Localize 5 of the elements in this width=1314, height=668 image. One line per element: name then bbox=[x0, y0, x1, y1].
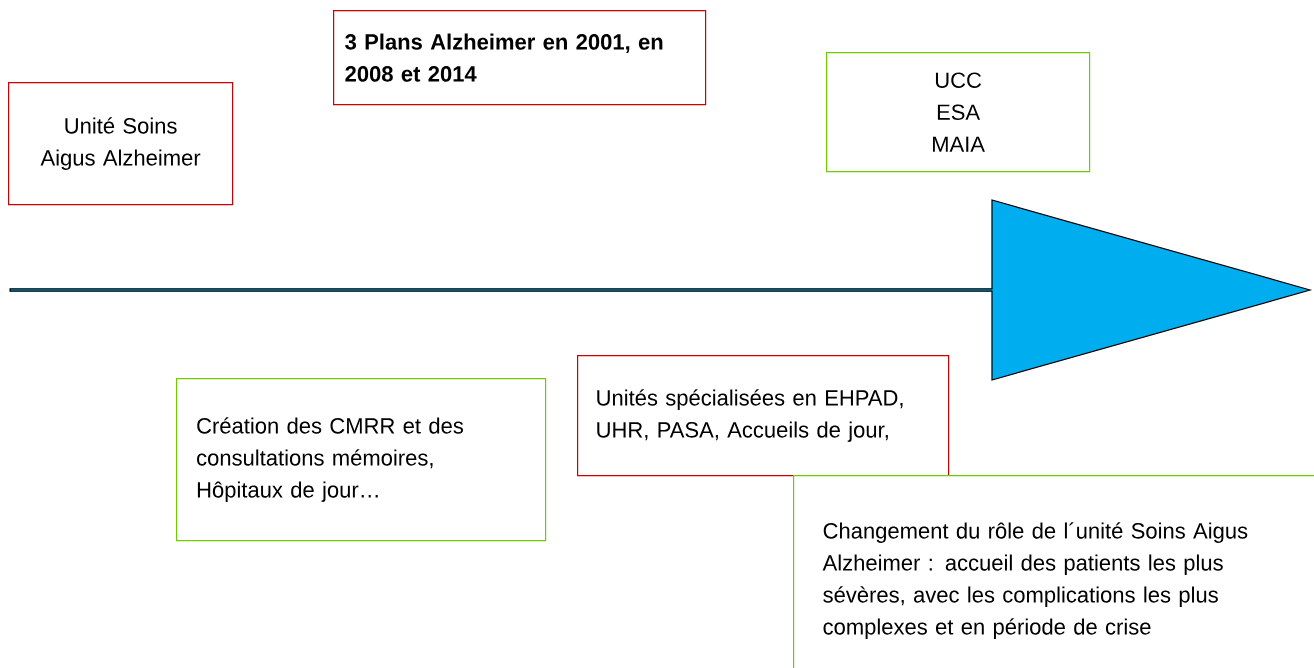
text-box: Unité Soins Aigus Alzheimer bbox=[8, 82, 234, 206]
text-box: Unités spécialisées en EHPAD, UHR, PASA, Accueils de jour, bbox=[577, 355, 950, 477]
text-box: UCC ESA MAIA bbox=[826, 52, 1091, 173]
title-box: 3 Plans Alzheimer en 2001, en 2008 et 2014 bbox=[333, 10, 707, 106]
text-box: Création des CMRR et des consultations mémoires, Hôpitaux de jour… bbox=[176, 378, 547, 542]
